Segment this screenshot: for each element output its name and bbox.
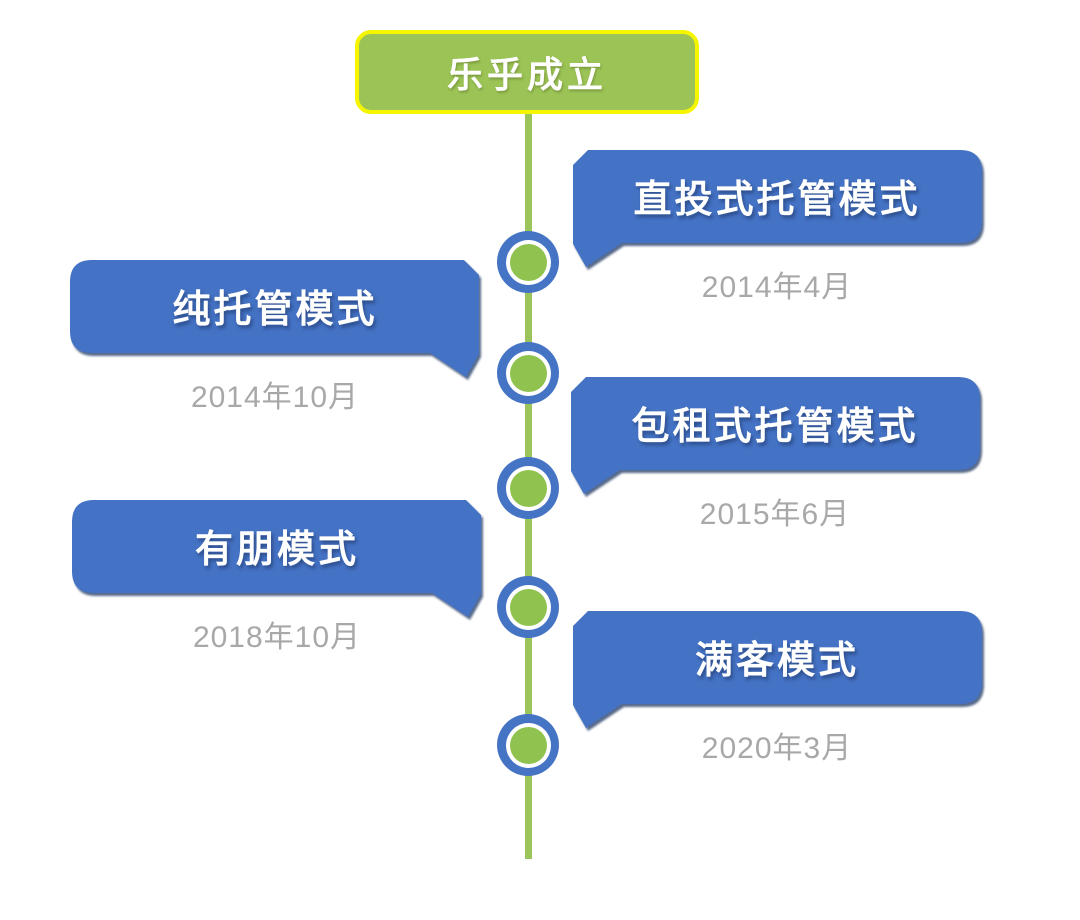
- event-callout-2: 纯托管模式 2014年10月: [68, 258, 482, 418]
- node-core: [509, 243, 547, 281]
- node-core: [509, 588, 547, 626]
- event-callout-1: 直投式托管模式 2014年4月: [570, 148, 984, 308]
- timeline-node-5: [497, 714, 559, 776]
- event-label: 满客模式: [694, 640, 859, 682]
- founding-title: 乐乎成立: [446, 54, 607, 95]
- speech-bubble-right-icon: [571, 377, 980, 494]
- event-date: 2014年4月: [701, 271, 853, 304]
- node-core: [509, 354, 547, 392]
- event-date: 2014年10月: [190, 381, 360, 414]
- node-ring: [505, 722, 551, 768]
- node-ring: [505, 584, 551, 630]
- speech-bubble-right-icon: [573, 150, 982, 267]
- timeline-node-2: [497, 342, 559, 404]
- node-core: [509, 726, 547, 764]
- speech-bubble-left-icon: [72, 500, 481, 617]
- event-callout-3: 包租式托管模式 2015年6月: [568, 375, 982, 535]
- timeline-node-3: [497, 457, 559, 519]
- node-core: [509, 469, 547, 507]
- founding-header-box: 乐乎成立: [355, 30, 699, 114]
- speech-bubble-left-icon: [70, 260, 479, 377]
- event-label: 直投式托管模式: [633, 179, 921, 221]
- node-ring: [505, 465, 551, 511]
- event-label: 有朋模式: [194, 529, 359, 571]
- timeline-node-1: [497, 231, 559, 293]
- event-callout-4: 有朋模式 2018年10月: [70, 498, 484, 658]
- node-ring: [505, 350, 551, 396]
- timeline-node-4: [497, 576, 559, 638]
- event-date: 2020年3月: [701, 732, 853, 765]
- node-ring: [505, 239, 551, 285]
- event-date: 2015年6月: [699, 498, 851, 531]
- event-label: 纯托管模式: [172, 289, 378, 331]
- event-label: 包租式托管模式: [631, 406, 919, 448]
- speech-bubble-right-icon: [573, 611, 982, 728]
- event-date: 2018年10月: [192, 621, 362, 654]
- event-callout-5: 满客模式 2020年3月: [570, 609, 984, 769]
